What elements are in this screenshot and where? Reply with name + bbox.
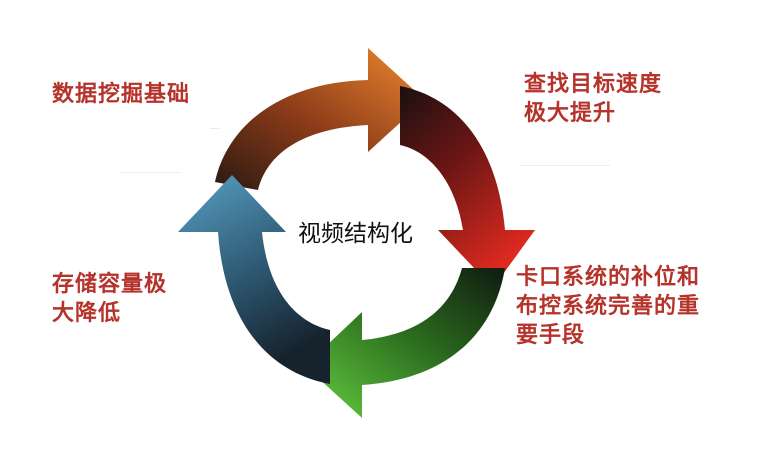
label-line: 大降低: [52, 301, 122, 326]
divider-line: [120, 172, 180, 173]
label-bottom-right: 卡口系统的补位和 布控系统完善的重 要手段: [516, 263, 700, 350]
label-line: 卡口系统的补位和: [516, 265, 701, 290]
arrow-segment-blue: [178, 175, 330, 384]
center-label: 视频结构化: [298, 221, 413, 247]
divider-line: [210, 128, 220, 129]
arrow-segment-orange: [215, 48, 425, 190]
arrow-segment-green: [305, 268, 505, 418]
label-line: 查找目标速度: [524, 72, 663, 97]
label-line: 要手段: [516, 323, 586, 348]
label-line: 布控系统完善的重: [516, 294, 701, 319]
label-line: 极大提升: [524, 101, 617, 126]
label-line: 数据挖掘基础: [52, 82, 191, 107]
divider-line: [520, 165, 610, 166]
label-top-left: 数据挖掘基础: [52, 80, 190, 109]
arrow-segment-red: [400, 86, 535, 288]
label-top-right: 查找目标速度 极大提升: [524, 70, 662, 128]
label-bottom-left: 存储容量极 大降低: [52, 270, 167, 328]
label-line: 存储容量极: [52, 272, 168, 297]
